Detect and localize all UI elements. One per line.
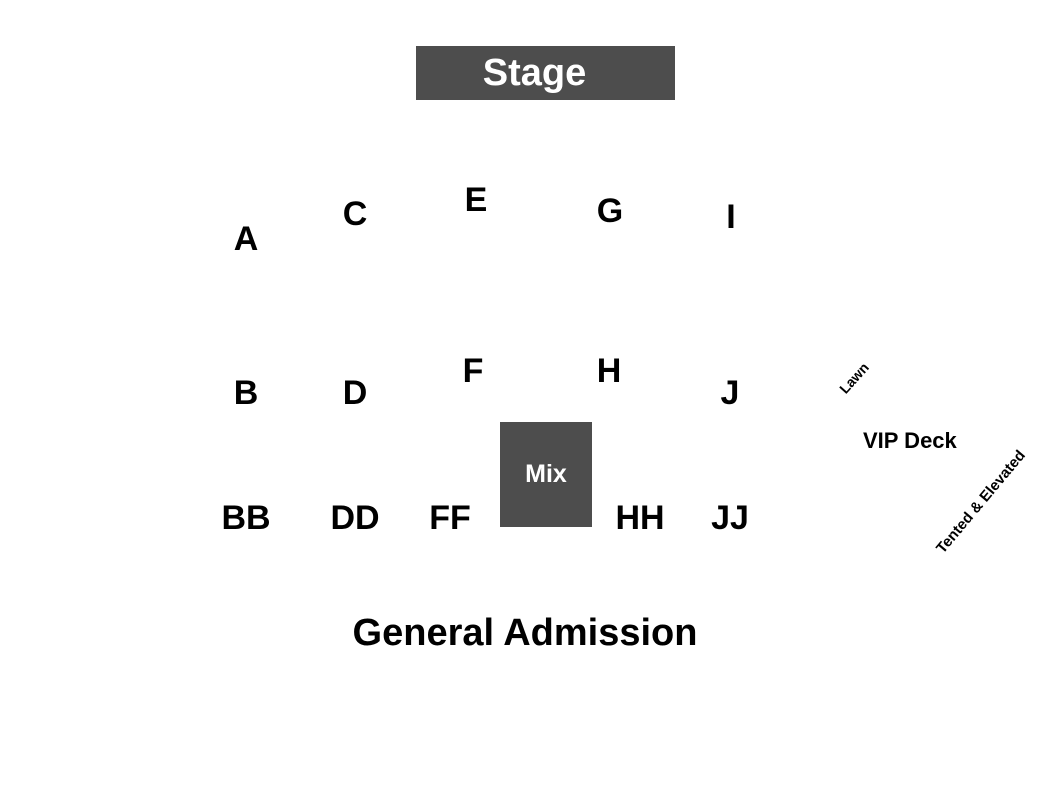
section-i[interactable]: I	[726, 198, 736, 236]
lawn-area-label[interactable]: Lawn	[836, 359, 872, 397]
section-e[interactable]: E	[464, 181, 488, 219]
section-jj[interactable]: JJ	[711, 499, 749, 537]
section-c[interactable]: C	[342, 195, 368, 233]
general-admission-label[interactable]: General Admission	[352, 612, 698, 654]
section-bb[interactable]: BB	[221, 499, 271, 537]
section-g[interactable]: G	[596, 192, 624, 230]
section-hh[interactable]: HH	[615, 499, 665, 537]
section-f[interactable]: F	[462, 352, 484, 390]
stage-label: Stage	[482, 51, 587, 94]
section-b[interactable]: B	[233, 374, 259, 412]
section-h[interactable]: H	[596, 352, 622, 390]
section-j[interactable]: J	[720, 374, 740, 412]
section-ff[interactable]: FF	[429, 499, 471, 537]
section-a[interactable]: A	[233, 220, 259, 258]
section-dd[interactable]: DD	[330, 499, 380, 537]
vip-deck-label[interactable]: VIP Deck	[863, 428, 957, 453]
tented-elevated-label[interactable]: Tented & Elevated	[933, 447, 1029, 557]
mix-booth: Mix	[500, 422, 592, 527]
stage: Stage	[416, 46, 675, 100]
mix-label: Mix	[525, 460, 567, 488]
section-d[interactable]: D	[342, 374, 368, 412]
